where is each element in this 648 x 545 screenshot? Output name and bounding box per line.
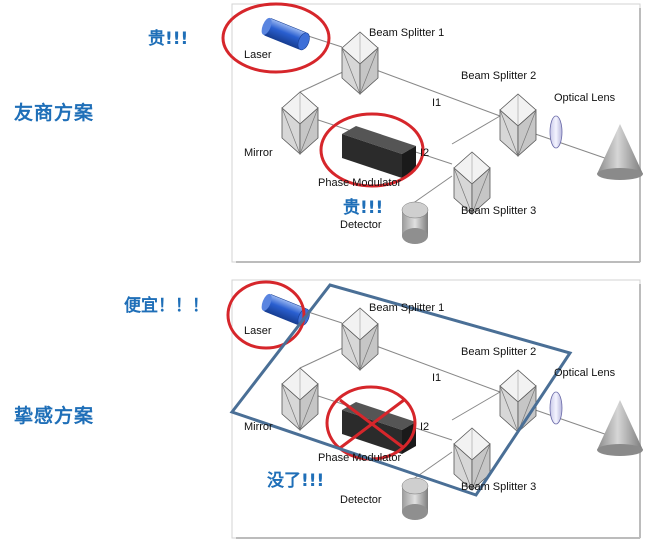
callout-modulator-removed: 没了!!! xyxy=(267,471,325,491)
label-laser: Laser xyxy=(244,49,272,61)
label-beam-splitter-3: Beam Splitter 3 xyxy=(461,205,536,217)
laser-highlight-circle xyxy=(226,280,306,350)
label-beam-splitter-3: Beam Splitter 3 xyxy=(461,481,536,493)
label-mirror: Mirror xyxy=(244,147,273,159)
label-detector: Detector xyxy=(340,494,382,506)
panel-competitor xyxy=(232,4,643,262)
label-i1: I1 xyxy=(432,372,441,384)
label-optical-lens: Optical Lens xyxy=(554,92,616,104)
label-beam-splitter-2: Beam Splitter 2 xyxy=(461,346,536,358)
callout-cheap-laser: 便宜！！！ xyxy=(124,296,209,316)
label-beam-splitter-2: Beam Splitter 2 xyxy=(461,70,536,82)
label-beam-splitter-1: Beam Splitter 1 xyxy=(369,27,444,39)
label-i2: I2 xyxy=(420,147,429,159)
label-mirror: Mirror xyxy=(244,421,273,433)
label-phase-modulator: Phase Modulator xyxy=(318,177,401,189)
callout-expensive-modulator: 贵!!! xyxy=(343,198,384,218)
label-detector: Detector xyxy=(340,219,382,231)
label-beam-splitter-1: Beam Splitter 1 xyxy=(369,302,444,314)
callout-expensive-laser: 贵!!! xyxy=(148,29,189,49)
label-i1: I1 xyxy=(432,97,441,109)
removed-cross-mark xyxy=(339,398,405,450)
integration-boundary-box xyxy=(229,283,573,497)
row-title-our-solution: 挚感方案 xyxy=(14,405,95,427)
label-optical-lens: Optical Lens xyxy=(554,367,616,379)
row-title-competitor: 友商方案 xyxy=(14,102,95,124)
panel-our-solution xyxy=(232,280,643,538)
laser-highlight-circle xyxy=(221,2,331,74)
label-i2: I2 xyxy=(420,421,429,433)
label-laser: Laser xyxy=(244,325,272,337)
modulator-highlight-circle xyxy=(319,112,425,188)
label-phase-modulator: Phase Modulator xyxy=(318,452,401,464)
